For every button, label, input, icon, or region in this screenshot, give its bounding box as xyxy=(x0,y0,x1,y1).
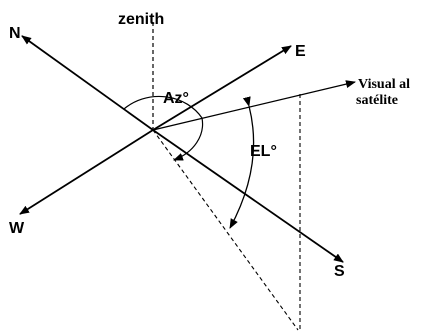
east-axis-segment xyxy=(152,45,292,131)
north-label: N xyxy=(9,25,21,42)
south-label: S xyxy=(334,263,345,280)
west-axis-segment xyxy=(19,129,154,215)
north-south-axis xyxy=(21,35,154,131)
satellite-label-line2: satélite xyxy=(356,93,398,108)
azimuth-arc xyxy=(123,95,204,161)
elevation-label: EL° xyxy=(250,143,277,160)
south-axis-segment xyxy=(152,129,344,263)
elevation-arc xyxy=(229,96,255,229)
zenith-label: zenith xyxy=(118,11,164,28)
satellite-line-of-sight xyxy=(152,80,356,131)
west-label: W xyxy=(9,220,25,237)
east-label: E xyxy=(295,43,306,60)
ground-projection-line xyxy=(152,129,299,331)
satellite-label-line1: Visual al xyxy=(358,77,410,92)
azimuth-label: Az° xyxy=(163,90,189,107)
